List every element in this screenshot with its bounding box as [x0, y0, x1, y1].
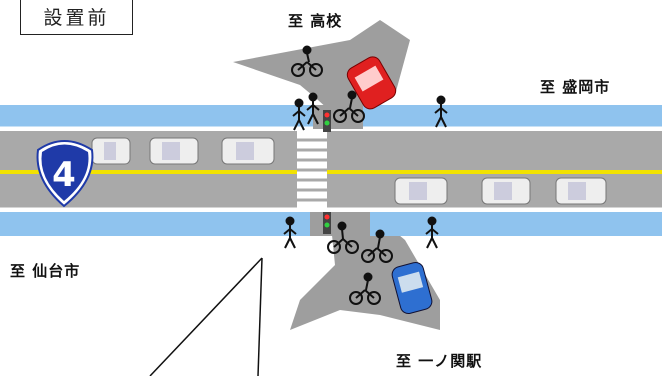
before-installation-label: 設置前 — [20, 0, 133, 35]
car-west-1 — [91, 137, 131, 165]
red-car — [346, 56, 397, 110]
car-west-3 — [221, 137, 275, 165]
destination-north-label: 至 高校 — [288, 12, 343, 30]
callout-lines — [149, 257, 263, 376]
destination-east-label: 至 盛岡市 — [540, 78, 611, 96]
car-east-3 — [555, 177, 607, 205]
destination-south-label: 至 一ノ関駅 — [396, 352, 483, 370]
car-west-2 — [149, 137, 199, 165]
blue-car — [391, 261, 433, 315]
destination-west-label: 至 仙台市 — [10, 262, 81, 280]
cyclist-icon — [291, 45, 323, 77]
cyclist-icon — [327, 221, 359, 254]
car-east-2 — [481, 177, 531, 205]
pedestrian-icon — [306, 92, 320, 125]
route-number-label: 4 — [52, 155, 76, 195]
pedestrian-icon — [434, 95, 448, 128]
pedestrian-icon — [283, 216, 297, 249]
cyclist-icon — [349, 272, 381, 305]
pedestrian-icon — [292, 98, 306, 131]
cyclist-icon — [333, 90, 365, 123]
car-east-1 — [394, 177, 448, 205]
cyclist-icon — [361, 229, 393, 263]
signal-south — [323, 212, 331, 234]
pedestrian-icon — [425, 216, 439, 249]
route-4-shield-icon: 4 — [36, 140, 94, 208]
crosswalk — [297, 131, 327, 209]
signal-north — [323, 110, 331, 132]
